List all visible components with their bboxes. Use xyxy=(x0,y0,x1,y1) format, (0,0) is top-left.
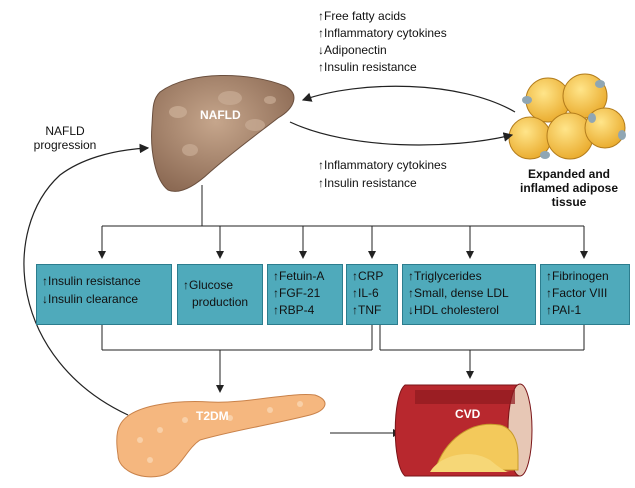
effect-adiponectin: ↓Adiponectin xyxy=(318,43,387,57)
distribution-lines xyxy=(98,185,588,259)
cvd-label: CVD xyxy=(455,407,481,421)
box-line: ↑PAI-1 xyxy=(546,303,582,317)
adipose-to-liver-arrow xyxy=(301,85,516,113)
box-line: ↑Factor VIII xyxy=(546,286,608,300)
progression-arrow xyxy=(23,143,150,416)
box-line: ↑Fetuin-A xyxy=(273,269,325,283)
effect-inflammatory-cytokines-2: ↑Inflammatory cytokines xyxy=(318,158,447,172)
liver-illustration xyxy=(151,75,295,192)
box-line: ↑Small, dense LDL xyxy=(408,286,509,300)
vessel-illustration xyxy=(394,383,533,477)
box-line: ↑FGF-21 xyxy=(273,286,321,300)
nafld-label: NAFLD xyxy=(200,108,241,122)
liver-to-adipose-arrow xyxy=(289,121,514,146)
box-line: ↑IL-6 xyxy=(352,286,379,300)
box-line: ↑Fibrinogen xyxy=(546,269,609,283)
box-inflammation: ↑CRP ↑IL-6 ↑TNF xyxy=(346,264,398,325)
box-line: ↑Insulin resistance xyxy=(42,274,141,288)
effect-insulin-resistance: ↑Insulin resistance xyxy=(318,60,417,74)
effect-inflammatory-cytokines: ↑Inflammatory cytokines xyxy=(318,26,447,40)
outcome-lines xyxy=(101,325,585,437)
box-line: production xyxy=(192,295,249,309)
adipose-label: Expanded and inflamed adipose tissue xyxy=(519,167,619,209)
box-hepatokines: ↑Fetuin-A ↑FGF-21 ↑RBP-4 xyxy=(267,264,343,325)
box-lipids: ↑Triglycerides ↑Small, dense LDL ↓HDL ch… xyxy=(402,264,536,325)
effect-insulin-resistance-2: ↑Insulin resistance xyxy=(318,176,417,190)
box-line: ↓Insulin clearance xyxy=(42,292,139,306)
box-line: ↑TNF xyxy=(352,303,382,317)
adipose-illustration xyxy=(508,73,626,160)
box-coagulation: ↑Fibrinogen ↑Factor VIII ↑PAI-1 xyxy=(540,264,630,325)
box-line: ↓HDL cholesterol xyxy=(408,303,499,317)
box-insulin: ↑Insulin resistance ↓Insulin clearance xyxy=(36,264,172,325)
progression-label: NAFLD progression xyxy=(33,124,97,152)
t2dm-label: T2DM xyxy=(196,409,229,423)
box-line: ↑CRP xyxy=(352,269,384,283)
box-line: ↑Glucose xyxy=(183,278,234,292)
pancreas-illustration xyxy=(116,394,326,478)
box-line: ↑RBP-4 xyxy=(273,303,315,317)
effect-free-fatty-acids: ↑Free fatty acids xyxy=(318,9,407,23)
box-glucose: ↑Glucose production xyxy=(177,264,263,325)
box-line: ↑Triglycerides xyxy=(408,269,482,283)
